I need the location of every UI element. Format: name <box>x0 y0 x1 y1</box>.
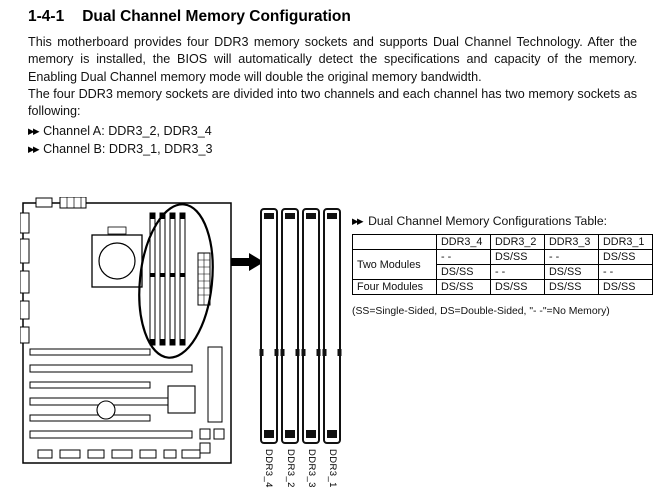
table-area: ▶▶ Dual Channel Memory Configurations Ta… <box>352 214 654 317</box>
channel-b-text: Channel B: DDR3_1, DDR3_3 <box>43 142 213 157</box>
channel-list: ▶▶ Channel A: DDR3_2, DDR3_4 ▶▶ Channel … <box>28 123 637 158</box>
table-title-text: Dual Channel Memory Configurations Table… <box>368 214 607 228</box>
dimm-module <box>301 208 321 444</box>
dimm-module <box>280 208 300 444</box>
cmos-battery <box>96 400 116 420</box>
sata-ports <box>199 428 225 454</box>
cpu-socket <box>91 226 143 288</box>
memory-config-table: DDR3_4 DDR3_2 DDR3_3 DDR3_1 Two Modules … <box>352 234 653 295</box>
right-header <box>207 346 223 423</box>
chipset <box>167 385 196 414</box>
channel-a-item: ▶▶ Channel A: DDR3_2, DDR3_4 <box>28 123 637 141</box>
atx-power-connector <box>197 252 211 306</box>
table-row: DS/SS - - DS/SS - - <box>353 264 653 280</box>
config-cell: DS/SS <box>490 279 545 295</box>
column-header: DDR3_2 <box>490 234 545 250</box>
double-arrow-icon: ▶▶ <box>28 126 40 137</box>
config-cell: - - <box>598 264 653 280</box>
corner-cell <box>352 234 437 250</box>
table-row: Two Modules - - DS/SS - - DS/SS <box>352 249 653 280</box>
table-header-row: DDR3_4 DDR3_2 DDR3_3 DDR3_1 <box>352 234 653 250</box>
row-label: Two Modules <box>352 249 437 280</box>
table-footnote: (SS=Single-Sided, DS=Double-Sided, "- -"… <box>352 306 610 317</box>
config-cell: DS/SS <box>598 279 653 295</box>
section-text-block: 1-4-1 Dual Channel Memory Configuration … <box>28 8 637 159</box>
paragraph: This motherboard provides four DDR3 memo… <box>28 35 637 84</box>
dimm-modules-diagram <box>259 208 342 444</box>
dimm-module <box>259 208 279 444</box>
paragraph: The four DDR3 memory sockets are divided… <box>28 86 637 119</box>
config-cell: DS/SS <box>436 264 491 280</box>
config-cell: DS/SS <box>544 264 599 280</box>
double-arrow-icon: ▶▶ <box>28 144 40 155</box>
top-connectors <box>35 197 87 209</box>
config-cell: DS/SS <box>436 279 491 295</box>
dimm-label: DDR3_4 <box>263 449 274 488</box>
dimm-label: DDR3_2 <box>285 449 296 488</box>
row-label: Four Modules <box>352 279 437 295</box>
table-title: ▶▶ Dual Channel Memory Configurations Ta… <box>352 214 654 228</box>
arrow-icon <box>231 253 264 271</box>
bottom-connectors <box>37 449 201 459</box>
section-title: Dual Channel Memory Configuration <box>82 8 351 25</box>
config-cell: DS/SS <box>598 249 653 265</box>
config-cell: - - <box>544 249 599 265</box>
section-number: 1-4-1 <box>28 8 65 25</box>
dimm-label: DDR3_1 <box>327 449 338 488</box>
column-header: DDR3_3 <box>544 234 599 250</box>
highlight-ellipse <box>138 203 214 359</box>
channel-b-item: ▶▶ Channel B: DDR3_1, DDR3_3 <box>28 141 637 159</box>
dimm-label: DDR3_3 <box>306 449 317 488</box>
channel-a-text: Channel A: DDR3_2, DDR3_4 <box>43 124 212 139</box>
double-arrow-icon: ▶▶ <box>352 216 364 226</box>
config-cell: - - <box>436 249 491 265</box>
config-cell: - - <box>490 264 545 280</box>
column-header: DDR3_4 <box>436 234 491 250</box>
section-heading: 1-4-1 Dual Channel Memory Configuration <box>28 8 637 26</box>
motherboard-diagram <box>20 197 232 464</box>
ram-slots <box>149 212 186 346</box>
rear-io-ports <box>20 212 30 344</box>
config-cell: DS/SS <box>490 249 545 265</box>
dimm-module <box>322 208 342 444</box>
column-header: DDR3_1 <box>598 234 653 250</box>
config-cell: DS/SS <box>544 279 599 295</box>
table-row: Four Modules DS/SS DS/SS DS/SS DS/SS <box>352 279 653 295</box>
